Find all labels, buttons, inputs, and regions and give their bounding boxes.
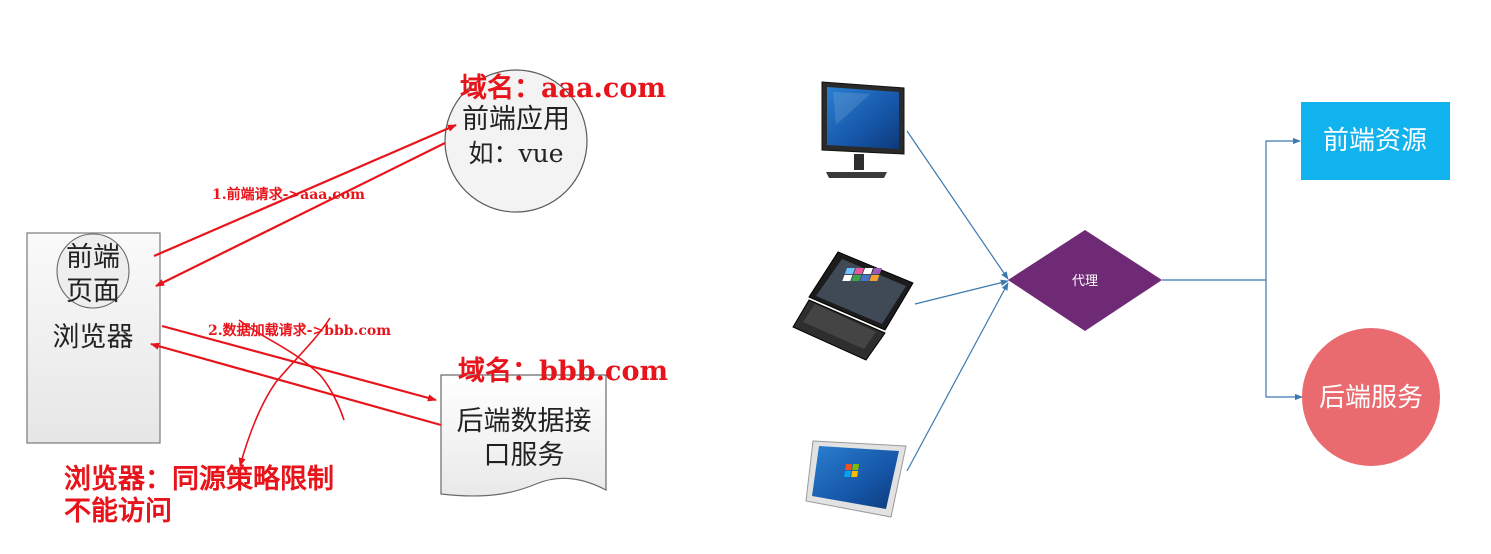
backend-api-line2: 口服务 <box>484 440 565 471</box>
frontend-domain-label: 域名：aaa.com <box>460 72 666 104</box>
desktop-monitor-icon <box>821 81 905 178</box>
proxy-node: 代理 <box>1008 230 1162 331</box>
request2-label: 2.数据加载请求->bbb.com <box>208 322 391 339</box>
warning-line2: 不能访问 <box>64 495 172 527</box>
tablet-icon <box>805 440 907 518</box>
laptop-icon <box>792 251 914 361</box>
backend-domain-label: 域名：bbb.com <box>458 355 668 387</box>
windows-logo-icon <box>844 464 859 477</box>
frontend-app-line1: 前端应用 <box>462 104 570 135</box>
backend-api-node: 后端数据接 口服务 <box>440 374 607 497</box>
proxy-label: 代理 <box>1072 274 1098 289</box>
request1-label: 1.前端请求->aaa.com <box>212 186 365 203</box>
backend-service-node: 后端服务 <box>1302 328 1440 466</box>
backend-api-line1: 后端数据接 <box>457 406 592 437</box>
device-to-proxy-connectors <box>906 130 1009 472</box>
frontend-resources-label: 前端资源 <box>1323 126 1427 156</box>
proxy-to-target-connectors <box>1162 137 1303 401</box>
browser-node: 前端 页面 浏览器 <box>26 232 161 444</box>
frontend-resources-node: 前端资源 <box>1301 102 1450 180</box>
request2-arrows <box>150 324 442 427</box>
frontend-page-circle <box>56 233 130 309</box>
frontend-page-line1: 前端 <box>66 242 120 273</box>
frontend-app-node: 前端应用 如：vue <box>444 69 588 213</box>
frontend-app-line2: 如：vue <box>468 139 563 168</box>
request1-arrows <box>153 123 457 287</box>
blocked-cross-mark <box>238 317 345 467</box>
warning-line1: 浏览器：同源策略限制 <box>64 463 334 495</box>
backend-service-label: 后端服务 <box>1319 383 1423 413</box>
frontend-page-line2: 页面 <box>66 276 120 307</box>
browser-label: 浏览器 <box>53 322 134 353</box>
